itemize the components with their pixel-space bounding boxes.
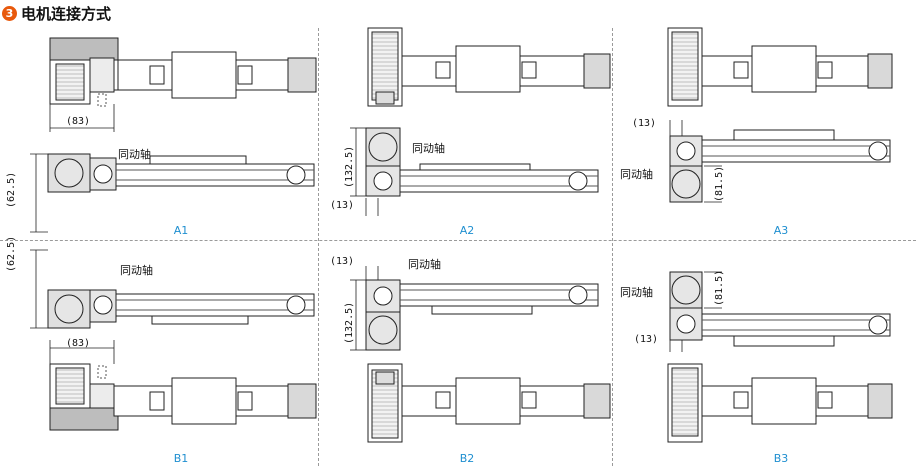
- shaft-label-a1: 同动轴: [118, 147, 151, 161]
- section-title-text: 电机连接方式: [21, 4, 112, 23]
- dim-62-a1: (62.5): [6, 172, 17, 208]
- caption-b2: B2: [459, 452, 475, 465]
- section-number-badge: 3: [2, 5, 17, 21]
- dim-62-b1: (62.5): [6, 236, 17, 272]
- caption-a3: A3: [773, 224, 789, 237]
- row-divider: [0, 240, 916, 241]
- column-divider-1: [318, 28, 319, 466]
- a3-front-view: [669, 120, 891, 203]
- dim-132-a2: (132.5): [344, 146, 355, 188]
- shaft-label-b2: 同动轴: [408, 257, 441, 271]
- b1-front-view: [30, 249, 315, 329]
- shaft-label-b3: 同动轴: [620, 285, 653, 299]
- a1-front-view: [30, 153, 315, 233]
- dim-13-b2: (13): [330, 256, 354, 267]
- dim-81-a3: (81.5): [714, 166, 725, 202]
- section-title: 3 电机连接方式: [2, 2, 111, 24]
- dim-13-a2: (13): [330, 200, 354, 211]
- b3-front-view: [669, 271, 891, 352]
- caption-b3: B3: [773, 452, 789, 465]
- dim-83-a1: (83): [66, 116, 90, 127]
- dim-81-b3: (81.5): [714, 270, 725, 306]
- shaft-label-a3: 同动轴: [620, 167, 653, 181]
- b1-top-view: [49, 340, 317, 431]
- dim-132-b2: (132.5): [344, 302, 355, 344]
- caption-a2: A2: [459, 224, 475, 237]
- b2-top-view: [367, 363, 611, 443]
- caption-b1: B1: [173, 452, 189, 465]
- dim-83-b1: (83): [66, 338, 90, 349]
- a2-front-view: [350, 127, 599, 216]
- b2-front-view: [350, 266, 599, 351]
- shaft-label-b1: 同动轴: [120, 263, 153, 277]
- b3-top-view: [667, 363, 893, 443]
- column-divider-2: [612, 28, 613, 466]
- a2-top-view: [367, 27, 611, 107]
- a1-top-view: [49, 37, 317, 132]
- a3-top-view: [667, 27, 893, 107]
- dim-13-b3: (13): [634, 334, 658, 345]
- shaft-label-a2: 同动轴: [412, 141, 445, 155]
- caption-a1: A1: [173, 224, 189, 237]
- dim-13-a3: (13): [632, 118, 656, 129]
